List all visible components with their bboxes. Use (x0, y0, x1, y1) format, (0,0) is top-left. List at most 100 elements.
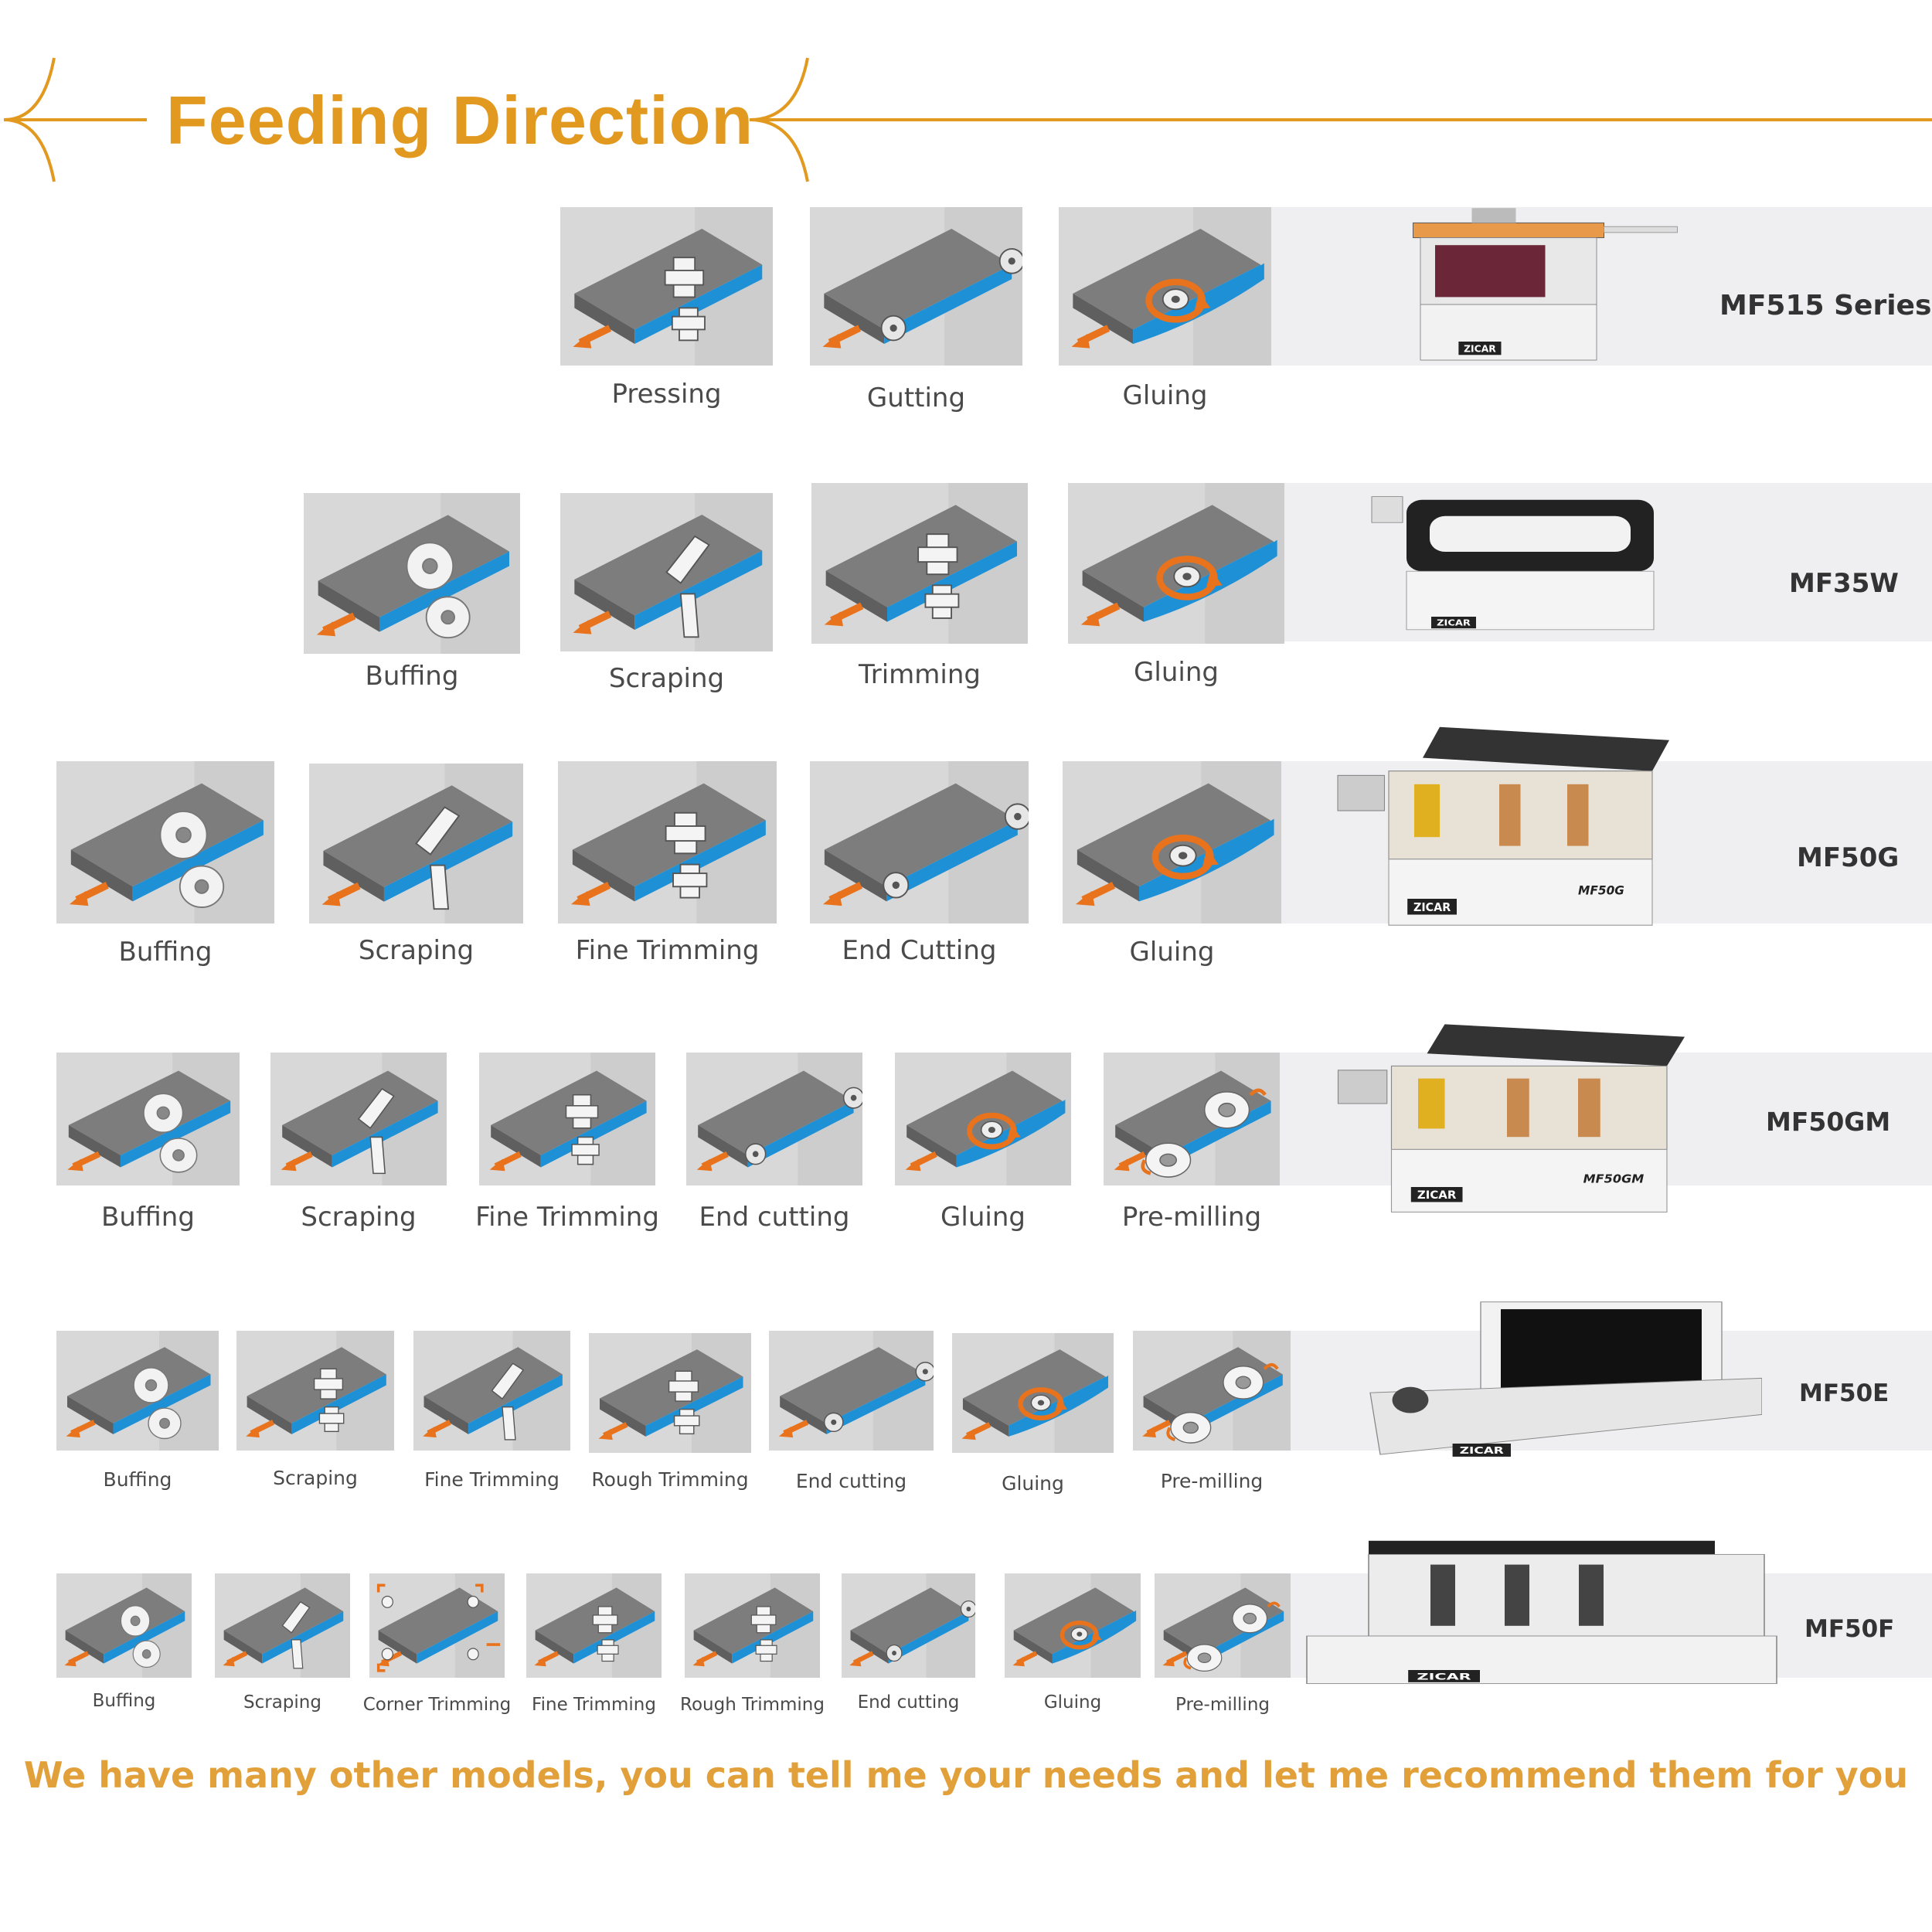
operation-label: Pre-milling (1160, 1470, 1264, 1492)
saw-blade-icon (810, 207, 1022, 366)
model-name: MF515 Series (1719, 290, 1932, 321)
operation-card (842, 1573, 975, 1678)
operation-card (236, 1331, 394, 1451)
operation-card (560, 493, 773, 651)
operation-label: Scraping (273, 1467, 358, 1489)
operation-label: Gluing (940, 1202, 1026, 1233)
operation-label: Gluing (1134, 657, 1219, 688)
operation-card (304, 493, 520, 654)
operation-card (810, 207, 1022, 366)
buffing-wheel-icon (304, 493, 520, 654)
footer-note: We have many other models, you can tell … (23, 1754, 1909, 1796)
machine-photo: ZICAR (1360, 487, 1669, 652)
operation-card (952, 1333, 1114, 1453)
svg-text:ZICAR: ZICAR (1417, 1671, 1471, 1682)
operation-card (369, 1573, 505, 1678)
glue-roller-icon (1059, 207, 1271, 366)
glue-roller-icon (1063, 761, 1281, 923)
scraper-blade-icon (215, 1573, 350, 1678)
operation-label: End cutting (857, 1692, 960, 1713)
operation-label: Scraping (358, 935, 474, 966)
model-name: MF35W (1789, 568, 1899, 599)
svg-text:ZICAR: ZICAR (1464, 342, 1496, 354)
buffing-wheel-icon (56, 761, 274, 923)
operation-card (685, 1573, 820, 1678)
trim-cutter-icon (589, 1333, 751, 1453)
model-name: MF50F (1804, 1615, 1895, 1643)
operation-card (686, 1053, 862, 1185)
scraper-blade-icon (270, 1053, 447, 1185)
trim-cutter-icon (685, 1573, 820, 1678)
glue-roller-icon (895, 1053, 1071, 1185)
operation-card (1068, 483, 1284, 644)
operation-card (270, 1053, 447, 1185)
operation-card (589, 1333, 751, 1453)
buffing-wheel-icon (56, 1573, 192, 1678)
header-left-arrow (3, 57, 147, 182)
trim-cutter-icon (558, 761, 777, 923)
machine-photo: ZICAR (1360, 1298, 1763, 1483)
buffing-wheel-icon (56, 1053, 240, 1185)
operation-label: Buffing (101, 1202, 195, 1233)
buffing-wheel-icon (56, 1331, 219, 1451)
svg-text:MF50G: MF50G (1578, 883, 1624, 897)
operation-label: Gluing (1002, 1472, 1064, 1495)
milling-cutter-icon (1104, 1053, 1280, 1185)
scraper-blade-icon (413, 1331, 570, 1451)
corner-trim-icon (369, 1573, 505, 1678)
operation-card (1063, 761, 1281, 923)
operation-card (56, 1573, 192, 1678)
operation-card (811, 483, 1028, 644)
operation-card (413, 1331, 570, 1451)
glue-roller-icon (952, 1333, 1114, 1453)
operation-card (769, 1331, 934, 1451)
operation-label: Scraping (301, 1202, 417, 1233)
operation-label: Fine Trimming (475, 1202, 659, 1233)
operation-label: Gluing (1043, 1692, 1102, 1713)
operation-label: Corner Trimming (362, 1695, 512, 1715)
operation-label: Buffing (103, 1468, 172, 1491)
model-name: MF50E (1799, 1379, 1889, 1407)
operation-card (558, 761, 777, 923)
operation-label: End cutting (795, 1470, 907, 1492)
svg-text:ZICAR: ZICAR (1417, 1190, 1456, 1202)
saw-blade-icon (769, 1331, 934, 1451)
operation-label: Fine Trimming (424, 1468, 560, 1491)
operation-label: Pressing (611, 379, 722, 410)
glue-roller-icon (1068, 483, 1284, 644)
operation-card (526, 1573, 662, 1678)
header-right-arrow (749, 57, 1932, 182)
operation-label: Buffing (118, 937, 213, 968)
saw-blade-icon (810, 761, 1029, 923)
operation-card (1005, 1573, 1141, 1678)
operation-card (479, 1053, 655, 1185)
operation-label: Scraping (608, 663, 725, 694)
operation-label: End cutting (699, 1202, 850, 1233)
operation-label: Buffing (92, 1691, 156, 1711)
operation-label: Gutting (866, 383, 966, 413)
operation-label: Gluing (1122, 380, 1208, 411)
trim-cutter-icon (526, 1573, 662, 1678)
milling-cutter-icon (1155, 1573, 1291, 1678)
operation-label: Pre-milling (1175, 1695, 1270, 1715)
operation-card (56, 761, 274, 923)
operation-card (56, 1053, 240, 1185)
operation-card (1155, 1573, 1291, 1678)
operation-label: End Cutting (842, 935, 997, 966)
model-name: MF50G (1797, 842, 1900, 873)
svg-text:ZICAR: ZICAR (1413, 901, 1451, 914)
operation-card (1104, 1053, 1280, 1185)
operation-card (1059, 207, 1271, 366)
operation-label: Trimming (858, 659, 981, 690)
model-name: MF50GM (1766, 1107, 1891, 1137)
operation-label: Fine Trimming (575, 935, 760, 966)
machine-photo: ZICAR MF50G (1329, 723, 1669, 946)
page-title: Feeding Direction (166, 82, 754, 158)
milling-cutter-icon (1133, 1331, 1291, 1451)
operation-label: Fine Trimming (532, 1695, 656, 1715)
scraper-blade-icon (309, 764, 523, 923)
operation-card (560, 207, 773, 366)
svg-text:ZICAR: ZICAR (1437, 618, 1471, 628)
operation-card (309, 764, 523, 923)
